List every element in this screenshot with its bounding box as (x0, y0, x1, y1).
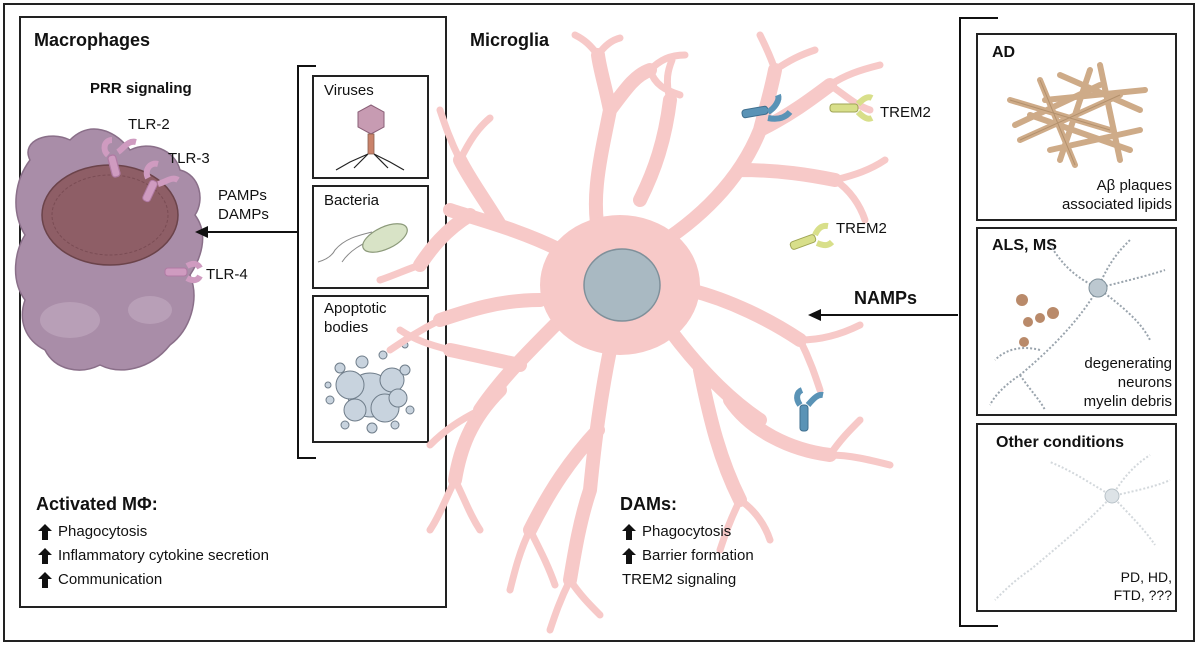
macrophage-highlight (128, 296, 172, 324)
prr-signaling-label: PRR signaling (90, 80, 192, 97)
activated-macrophage-list: Phagocytosis Inflammatory cytokine secre… (38, 520, 269, 592)
als-line3: myelin debris (1083, 393, 1172, 410)
dams-item: Barrier formation (642, 547, 754, 564)
dams-list: Phagocytosis Barrier formation TREM2 sig… (622, 520, 754, 592)
als-line2: neurons (1117, 374, 1172, 391)
namps-label: NAMPs (854, 288, 918, 308)
other-conditions-box (976, 423, 1177, 612)
other-line1: PD, HD, (1120, 569, 1172, 585)
macrophage-nucleus-texture (51, 174, 169, 256)
activated-macrophage-title: Activated MΦ: (36, 494, 158, 514)
dams-extra: TREM2 signaling (622, 571, 737, 588)
virus-icon (335, 104, 405, 171)
dams-item: Phagocytosis (642, 523, 732, 540)
tlr2-receptor (101, 137, 137, 178)
trem2-label-top: TREM2 (880, 104, 931, 121)
macrophage-highlight (40, 302, 100, 338)
neuron-soma (1088, 278, 1108, 298)
up-arrow-icon (38, 572, 52, 588)
tlr3-label: TLR-3 (168, 150, 210, 167)
tlr4-label: TLR-4 (206, 266, 248, 283)
pamps-arrowhead (195, 226, 208, 238)
figure-frame (3, 3, 1195, 642)
viruses-box (312, 75, 429, 179)
amyloid-plaque-outline (1009, 79, 1121, 166)
ad-line2: associated lipids (1061, 196, 1172, 213)
als-ms-box (976, 227, 1177, 416)
apoptotic-label-line1: Apoptotic (324, 300, 387, 317)
bacteria-label: Bacteria (324, 192, 380, 209)
viruses-label: Viruses (324, 82, 374, 99)
other-conditions-title: Other conditions (996, 434, 1124, 451)
amyloid-plaque-icon (1007, 62, 1148, 168)
apoptotic-label-line2: bodies (324, 319, 369, 336)
up-arrow-icon (622, 524, 636, 540)
tlr4-receptor (164, 260, 203, 284)
tlr2-label: TLR-2 (128, 116, 170, 133)
bacteria-icon (317, 223, 408, 263)
trem2-label-mid: TREM2 (836, 220, 887, 237)
als-ms-title: ALS, MS (992, 237, 1057, 254)
ad-title: AD (992, 44, 1016, 61)
ad-line1: Aβ plaques (1096, 177, 1172, 194)
trem2-receptor (789, 222, 835, 250)
activated-item: Communication (58, 571, 163, 588)
degenerating-neuron-icon (989, 239, 1166, 411)
other-line2: FTD, ??? (1113, 587, 1172, 603)
pamps-label: PAMPs (218, 187, 267, 204)
microglia-cell (376, 31, 894, 634)
trem2-receptor (829, 94, 874, 122)
microglia-nucleus (583, 248, 661, 322)
up-arrow-icon (38, 548, 52, 564)
damps-label: DAMPs (218, 206, 269, 223)
conditions-bracket (959, 17, 998, 627)
blue-receptor (741, 93, 793, 122)
activated-item: Inflammatory cytokine secretion (58, 547, 269, 564)
macrophages-title: Macrophages (34, 30, 151, 50)
myelin-debris-icon (1016, 294, 1059, 347)
faded-neuron-icon (994, 454, 1171, 601)
tlr3-receptor (142, 160, 180, 203)
faded-neuron-soma (1104, 488, 1120, 504)
dams-title: DAMs: (620, 494, 677, 514)
namps-arrowhead (808, 309, 821, 321)
blue-receptor (794, 387, 824, 432)
als-line1: degenerating (1084, 355, 1172, 372)
microglia-title: Microglia (470, 30, 550, 50)
up-arrow-icon (38, 524, 52, 540)
up-arrow-icon (622, 548, 636, 564)
ad-box (976, 33, 1177, 221)
pathogen-bracket (297, 65, 316, 459)
activated-item: Phagocytosis (58, 523, 148, 540)
